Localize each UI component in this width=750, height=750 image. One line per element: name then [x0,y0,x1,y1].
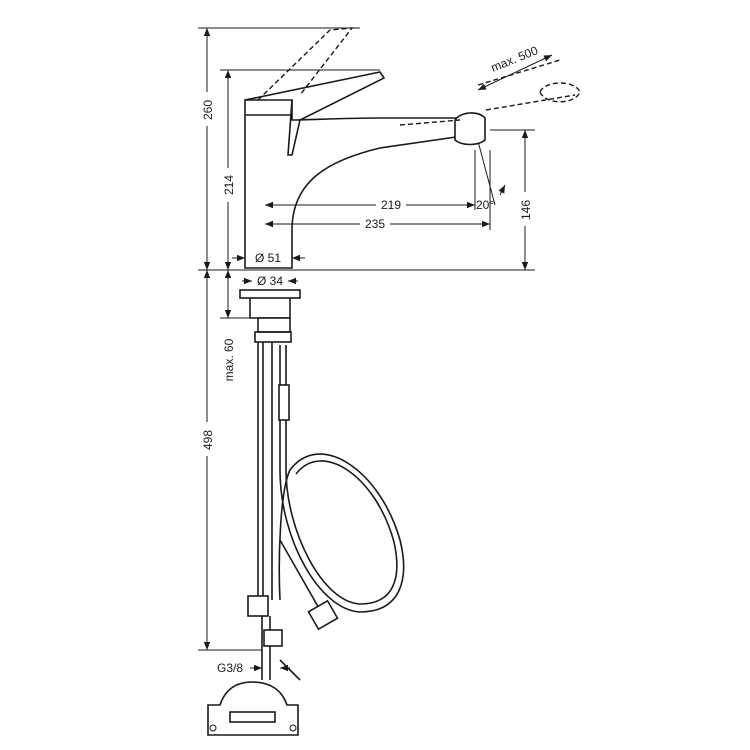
label-20-degrees: 20° [476,198,494,212]
mounting-assembly [207,289,405,736]
label-235: 235 [365,217,385,231]
label-498: 498 [201,430,215,450]
label-219: 219 [381,198,401,212]
dimension-labels: 260 214 219 235 146 20° max. 500 Ø 51 Ø … [199,43,540,675]
label-max-500: max. 500 [489,43,540,75]
label-g3-8: G3/8 [217,661,243,675]
label-max-60: max. 60 [222,338,236,381]
label-260: 260 [201,100,215,120]
label-diameter-51: Ø 51 [255,251,281,265]
label-214: 214 [222,175,236,195]
label-146: 146 [519,200,533,220]
label-diameter-34: Ø 34 [257,274,283,288]
faucet-body [244,27,581,269]
